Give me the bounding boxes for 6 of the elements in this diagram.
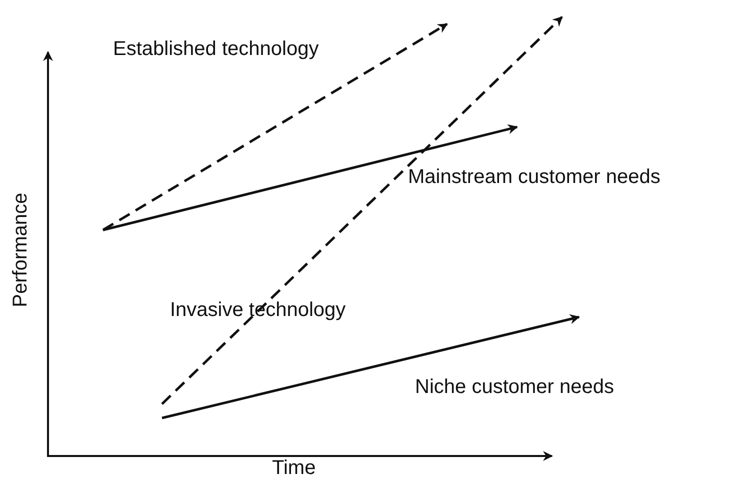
curve-label: Mainstream customer needs (408, 166, 660, 188)
curve-label: Invasive technology (170, 299, 346, 321)
axis-title: Performance (8, 192, 31, 308)
axis-title: Time (272, 457, 316, 479)
curve-label: Established technology (113, 38, 319, 60)
curve-label: Niche customer needs (415, 376, 614, 398)
